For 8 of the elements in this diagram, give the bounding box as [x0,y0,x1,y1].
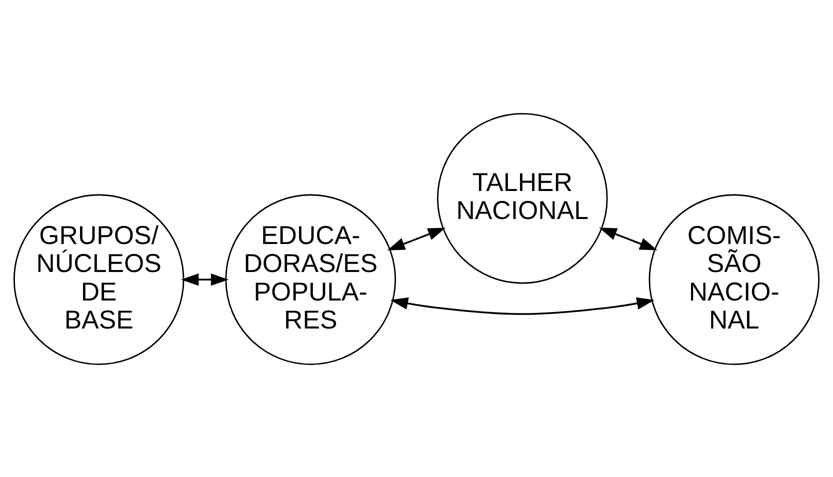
node-circle: TALHER NACIONAL [436,112,608,284]
node-circle: EDUCA- DORAS/ES POPULA- RES [225,194,396,364]
node-circle: GRUPOS/ NÚCLEOS DE BASE [13,194,184,364]
arrow [181,272,229,286]
node-circle: COMIS- SÃO NACIO- NAL [648,194,820,364]
arrow [599,227,658,250]
arrow [387,227,446,250]
arrow [390,296,654,314]
